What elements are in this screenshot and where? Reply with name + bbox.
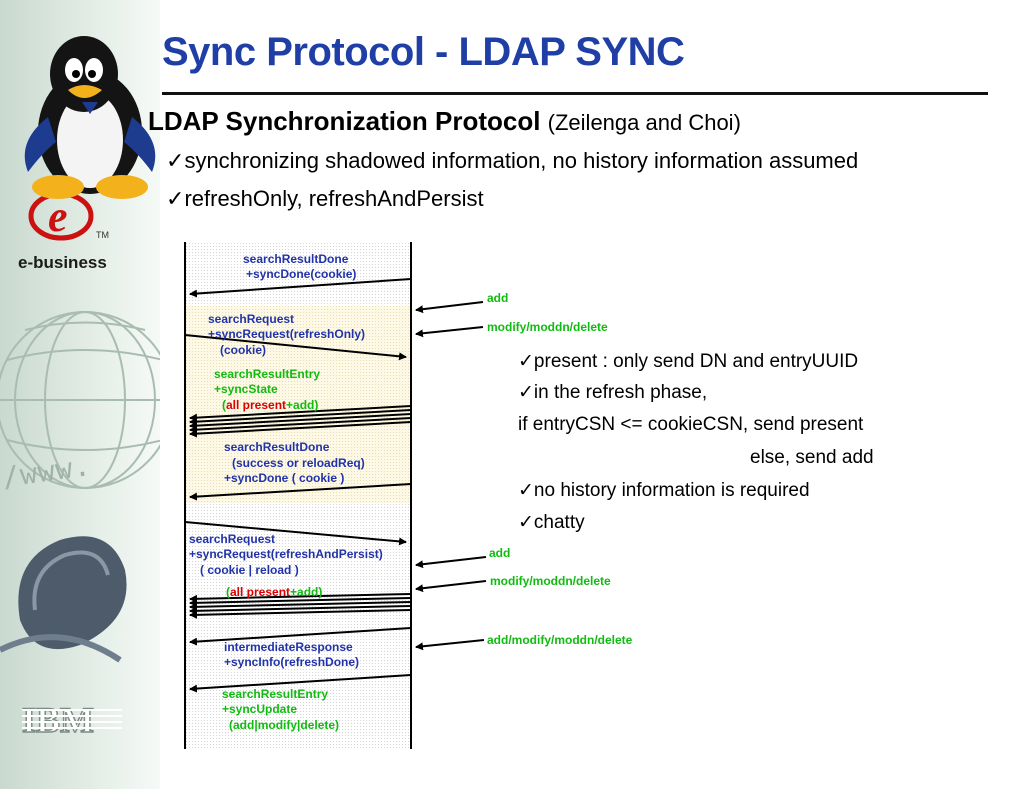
label-done-top-1: searchResultDone [243, 252, 349, 266]
label-persist-entry: (all present+add) [226, 585, 322, 599]
section-heading: LDAP Synchronization Protocol (Zeilenga … [148, 106, 741, 137]
label-done-3: +syncDone ( cookie ) [224, 471, 344, 485]
arrow-syncdone [189, 483, 412, 501]
label-modify-1: modify/moddn/delete [487, 320, 608, 334]
bullet-text: synchronizing shadowed information, no h… [184, 148, 859, 173]
arrow-search-request-refreshonly [184, 334, 407, 361]
label-entry-2: +syncState [214, 382, 278, 396]
note-refresh-phase: ✓in the refresh phase, [518, 382, 708, 403]
check-icon: ✓ [518, 480, 534, 501]
check-icon: ✓ [518, 351, 534, 372]
arrow-search-request-persist [184, 521, 407, 546]
bullet-text: refreshOnly, refreshAndPersist [184, 186, 484, 211]
title-divider [162, 92, 988, 95]
label-persist-req-1: searchRequest [189, 532, 275, 546]
check-icon: ✓ [166, 186, 185, 211]
label-add-1: add [487, 291, 508, 305]
ebusiness-label: e-business [18, 253, 107, 272]
svg-text:e: e [48, 192, 68, 241]
label-update-3: (add|modify|delete) [229, 718, 339, 732]
arrow-intermediate-response [189, 627, 412, 646]
label-req-2: +syncRequest(refreshOnly) [208, 327, 365, 341]
label-update-2: +syncUpdate [222, 702, 297, 716]
label-all-changes: add/modify/moddn/delete [487, 633, 633, 647]
label-done-top-2: +syncDone(cookie) [246, 267, 356, 281]
note-else-condition: else, send add [750, 447, 874, 468]
note-present: ✓present : only send DN and entryUUID [518, 351, 859, 372]
computer-mouse-graphic [0, 536, 127, 663]
note-no-history: ✓no history information is required [518, 480, 810, 501]
label-done-2: (success or reloadReq) [232, 456, 365, 470]
label-persist-req-2: +syncRequest(refreshAndPersist) [189, 547, 383, 561]
svg-text:TM: TM [96, 230, 109, 240]
arrow-add-1 [415, 301, 484, 314]
label-update-1: searchResultEntry [222, 687, 328, 701]
arrow-add-2 [415, 556, 487, 569]
label-req-3: (cookie) [220, 343, 266, 357]
arrow-modify-2 [415, 580, 487, 593]
check-icon: ✓ [518, 382, 534, 403]
arrow-bundle-entries-1 [189, 405, 412, 438]
bullet-item: ✓synchronizing shadowed information, no … [166, 148, 858, 174]
label-done-1: searchResultDone [224, 440, 330, 454]
arrow-bundle-entries-2 [189, 593, 412, 619]
label-entry-1: searchResultEntry [214, 367, 320, 381]
label-entry-3: (all present+add) [222, 398, 318, 412]
arrow-syncdone-top [189, 278, 412, 298]
label-info-1: intermediateResponse [224, 640, 353, 654]
check-icon: ✓ [518, 512, 534, 533]
bullet-item: ✓refreshOnly, refreshAndPersist [166, 186, 484, 212]
arrow-modify-1 [415, 326, 484, 338]
check-icon: ✓ [166, 148, 185, 173]
label-add-2: add [489, 546, 510, 560]
page-title: Sync Protocol - LDAP SYNC [162, 30, 685, 74]
note-if-condition: if entryCSN <= cookieCSN, send present [518, 414, 864, 435]
globe-graphic [0, 311, 160, 489]
label-info-2: +syncInfo(refreshDone) [224, 655, 359, 669]
label-req-1: searchRequest [208, 312, 294, 326]
heading-main: LDAP Synchronization Protocol [148, 106, 541, 136]
ibm-logo: IBM [22, 700, 122, 740]
tux-penguin-logo [24, 36, 156, 199]
label-modify-2: modify/moddn/delete [490, 574, 611, 588]
svg-text:IBM: IBM [22, 700, 94, 740]
heading-authors: (Zeilenga and Choi) [547, 110, 741, 135]
note-chatty: ✓chatty [518, 512, 585, 533]
arrow-sync-update [189, 674, 412, 693]
arrow-all-changes [415, 639, 485, 651]
label-persist-req-3: ( cookie | reload ) [200, 563, 299, 577]
